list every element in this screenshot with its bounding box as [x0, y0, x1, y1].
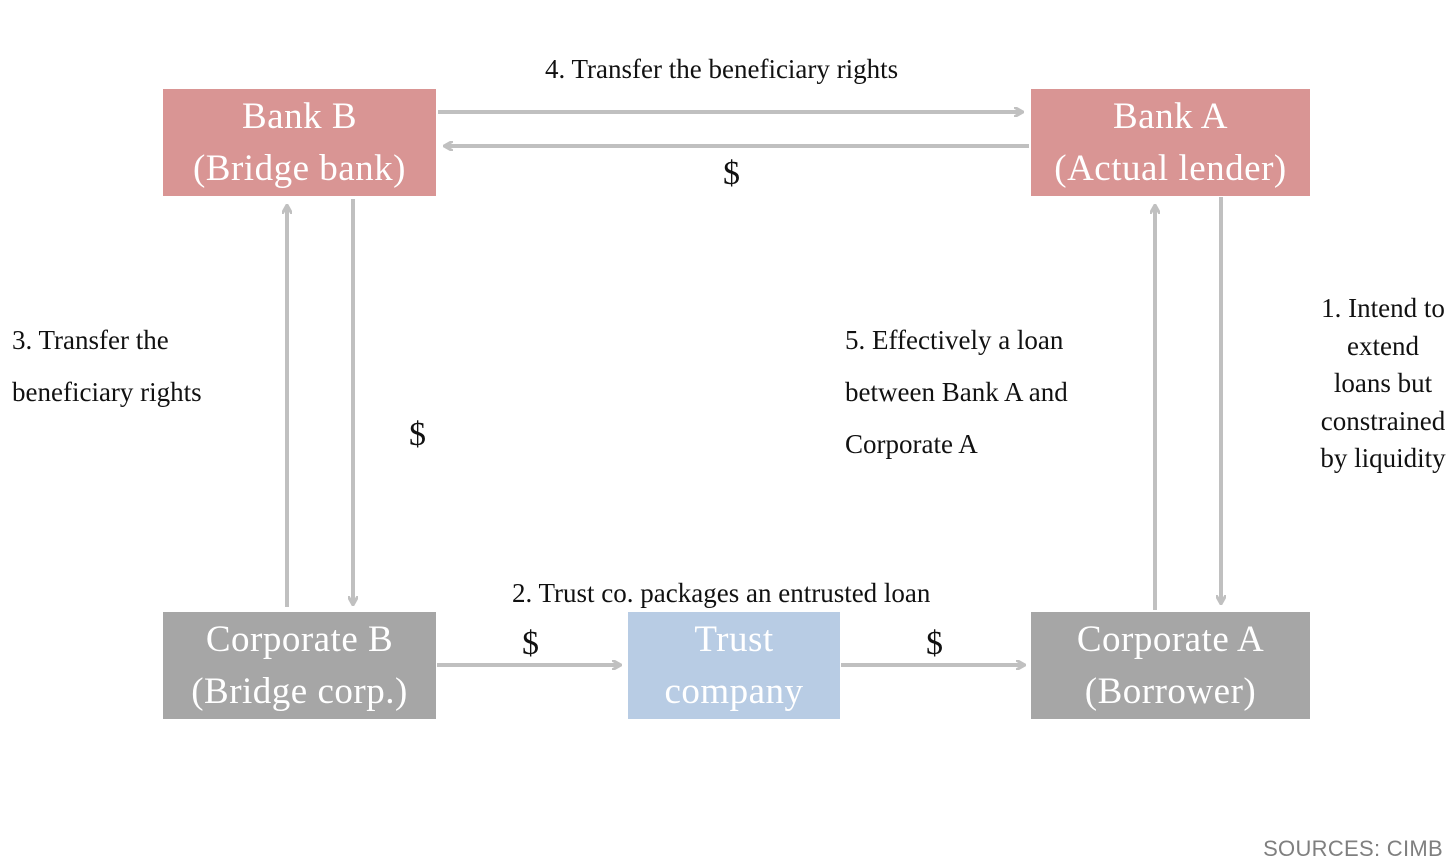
bank-a-name: Bank A — [1112, 95, 1229, 137]
bank-a-box: Bank A (Actual lender) — [1031, 89, 1310, 196]
corporate-a-role: (Borrower) — [1084, 670, 1257, 712]
step1-line4: constrained — [1320, 405, 1446, 436]
step3-line1: 3. Transfer the — [12, 325, 169, 355]
dollar-label-bank-b-to-corp-b: $ — [409, 416, 426, 453]
bank-a-role: (Actual lender) — [1054, 147, 1287, 189]
step1-line1: 1. Intend to — [1321, 293, 1445, 323]
corporate-b-name: Corporate B — [205, 618, 394, 660]
step2-label: 2. Trust co. packages an entrusted loan — [512, 578, 931, 608]
bank-b-name: Bank B — [241, 95, 358, 137]
step5-line2: between Bank A and — [845, 377, 1068, 407]
trust-company-line1: Trust — [694, 618, 774, 660]
step4-label: 4. Transfer the beneficiary rights — [545, 54, 899, 84]
corporate-a-box: Corporate A (Borrower) — [1031, 612, 1310, 719]
step5-line3: Corporate A — [845, 429, 978, 459]
trust-company-box: Trust company — [628, 612, 840, 719]
step5-label: 5. Effectively a loan between Bank A and… — [845, 314, 1068, 470]
corporate-a-name: Corporate A — [1076, 618, 1265, 660]
arrow-group — [287, 112, 1221, 665]
step5-line1: 5. Effectively a loan — [845, 325, 1064, 355]
corporate-b-box: Corporate B (Bridge corp.) — [163, 612, 436, 719]
dollar-label-trust-to-corp-a: $ — [926, 625, 943, 662]
step1-line3: loans but — [1333, 368, 1433, 398]
step1-line5: by liquidity — [1320, 443, 1446, 473]
dollar-label-corp-b-to-trust: $ — [522, 625, 539, 662]
source-note: SOURCES: CIMB — [1263, 836, 1443, 861]
step1-line2: extend — [1347, 330, 1419, 361]
corporate-b-role: (Bridge corp.) — [191, 670, 408, 712]
dollar-label-bank-a-to-bank-b: $ — [723, 155, 740, 192]
bank-b-box: Bank B (Bridge bank) — [163, 89, 436, 196]
step3-line2: beneficiary rights — [12, 377, 202, 407]
trust-company-line2: company — [664, 670, 804, 712]
step1-label: 1. Intend to extend loans but constraine… — [1313, 290, 1453, 478]
bank-b-role: (Bridge bank) — [192, 147, 407, 189]
step3-label: 3. Transfer the beneficiary rights — [12, 314, 202, 418]
